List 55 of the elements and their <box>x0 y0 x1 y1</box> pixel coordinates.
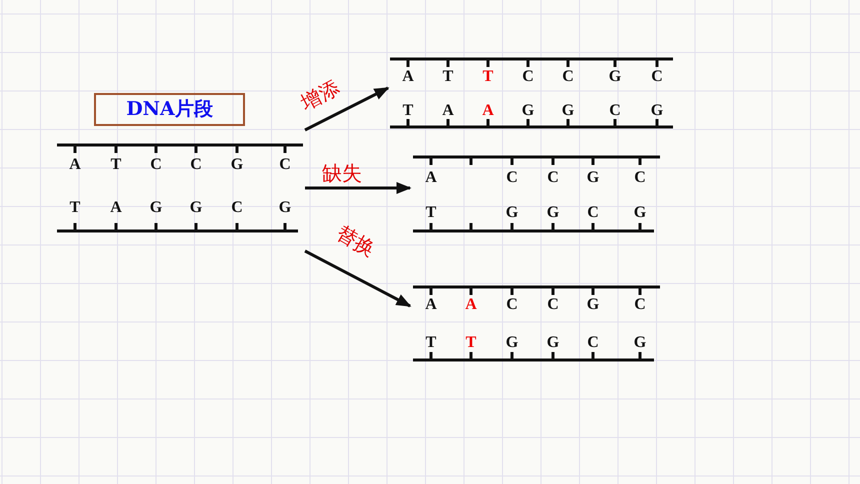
base-letter: G <box>586 297 600 313</box>
base-letter: A <box>425 297 437 313</box>
base-letter: T <box>442 69 454 85</box>
arrow <box>305 182 412 194</box>
base-letter: G <box>230 157 244 173</box>
base-letter: T <box>402 103 414 119</box>
base-letter: A <box>110 200 122 216</box>
base-letter: A <box>465 297 477 313</box>
base-letter: G <box>634 335 646 351</box>
base-letter: T <box>426 205 436 221</box>
base-letter: A <box>425 170 437 186</box>
base-letter: G <box>278 200 292 216</box>
base-letter: C <box>522 69 534 85</box>
base-letter: C <box>609 103 621 119</box>
base-letter: T <box>70 200 80 216</box>
arrow <box>304 250 412 308</box>
base-letter: G <box>562 103 574 119</box>
base-letter: A <box>402 69 414 85</box>
base-letter: G <box>522 103 534 119</box>
base-letter: A <box>69 157 81 173</box>
base-letter: C <box>634 297 646 313</box>
base-letter: G <box>650 103 664 119</box>
base-letter: G <box>546 205 560 221</box>
base-letter: G <box>586 170 600 186</box>
base-letter: C <box>587 205 599 221</box>
base-letter: A <box>442 103 454 119</box>
base-letter: G <box>546 335 560 351</box>
base-letter: C <box>651 69 663 85</box>
base-letter: C <box>587 335 599 351</box>
base-letter: C <box>634 170 646 186</box>
edge-label: 增添 <box>297 76 343 114</box>
base-letter: T <box>110 157 122 173</box>
base-letter: C <box>231 200 243 216</box>
base-letter: C <box>562 69 574 85</box>
base-letter: G <box>150 200 162 216</box>
base-letter: G <box>506 205 518 221</box>
base-letter: T <box>482 69 494 85</box>
base-letter: C <box>547 297 559 313</box>
base-letter: A <box>482 103 494 119</box>
title-box: DNA片段 <box>94 93 245 126</box>
edge-label: 替换 <box>333 221 379 261</box>
base-letter: C <box>279 157 291 173</box>
base-letter: G <box>608 69 622 85</box>
base-letter: C <box>547 170 559 186</box>
base-letter: G <box>190 200 202 216</box>
base-letter: G <box>634 205 646 221</box>
base-letter: T <box>426 335 436 351</box>
edge-label: 缺失 <box>322 162 362 184</box>
base-letter: G <box>506 335 518 351</box>
base-letter: C <box>506 297 518 313</box>
base-letter: C <box>506 170 518 186</box>
base-letter: C <box>150 157 162 173</box>
base-letter: T <box>466 335 476 351</box>
base-letter: C <box>190 157 202 173</box>
arrow <box>304 86 390 132</box>
